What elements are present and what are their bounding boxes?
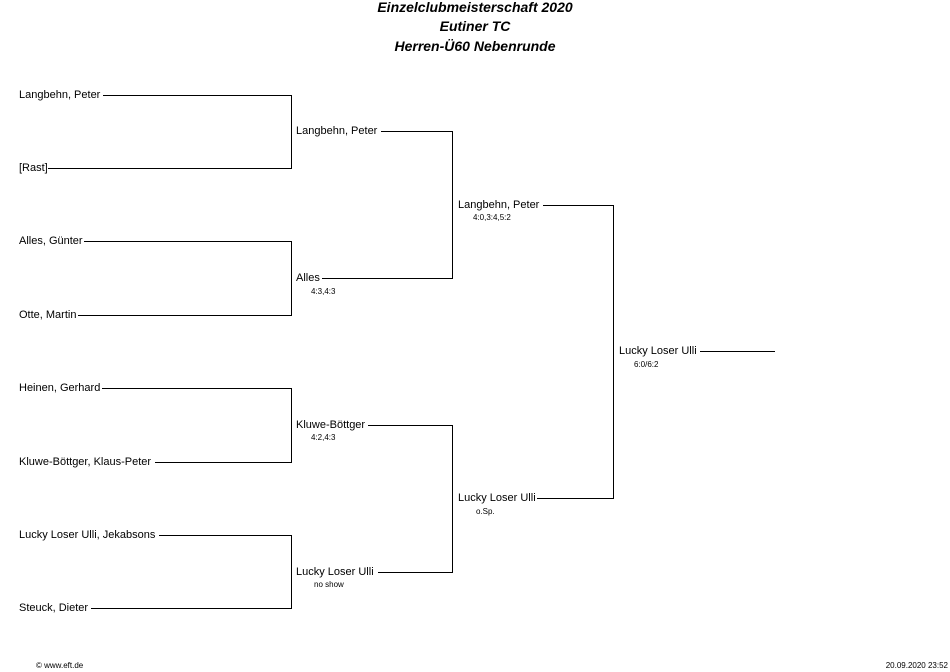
bracket-line [537, 498, 614, 499]
round2-score-4: no show [314, 580, 344, 589]
final-score: 6:0/6:2 [634, 360, 659, 369]
bracket-line [368, 425, 453, 426]
bracket-line [381, 131, 453, 132]
bracket-line [543, 205, 614, 206]
bracket-line [322, 278, 453, 279]
round3-score-2: o.Sp. [476, 507, 495, 516]
round2-winner-4: Lucky Loser Ulli [296, 566, 374, 578]
bracket-line [452, 425, 453, 573]
bracket-line [159, 535, 292, 536]
bracket-line [155, 462, 292, 463]
footer-copyright: © www.eft.de [36, 661, 84, 670]
bracket-line [91, 608, 292, 609]
round2-winner-2: Alles [296, 272, 320, 284]
bracket-line [84, 241, 292, 242]
final-winner: Lucky Loser Ulli [619, 345, 697, 357]
bracket-line [102, 388, 292, 389]
round3-winner-2: Lucky Loser Ulli [458, 492, 536, 504]
club-name: Eutiner TC [439, 18, 511, 34]
round1-player-7: Lucky Loser Ulli, Jekabsons [19, 529, 156, 541]
round1-player-6: Kluwe-Böttger, Klaus-Peter [19, 456, 152, 468]
round1-player-4: Otte, Martin [19, 309, 77, 321]
footer-timestamp: 20.09.2020 23:52 [885, 661, 948, 670]
round2-score-3: 4:2,4:3 [311, 433, 336, 442]
bracket-line [291, 535, 292, 609]
bracket-line [452, 131, 453, 279]
bracket-line [291, 95, 292, 169]
bracket-line [78, 315, 292, 316]
round1-player-3: Alles, Günter [19, 235, 83, 247]
round2-score-2: 4:3,4:3 [311, 287, 336, 296]
round3-winner-1: Langbehn, Peter [458, 199, 540, 211]
round2-winner-1: Langbehn, Peter [296, 125, 378, 137]
event-name: Herren-Ü60 Nebenrunde [394, 38, 556, 54]
bracket-line [378, 572, 453, 573]
bracket-line [291, 241, 292, 316]
round1-player-5: Heinen, Gerhard [19, 382, 101, 394]
bracket-line [103, 95, 292, 96]
round1-player-1: Langbehn, Peter [19, 89, 101, 101]
round1-player-8: Steuck, Dieter [19, 602, 89, 614]
bracket-line [48, 168, 292, 169]
page-title: Einzelclubmeisterschaft 2020 [377, 0, 573, 15]
round1-player-2: [Rast] [19, 162, 48, 174]
bracket-line [700, 351, 775, 352]
bracket-line [613, 205, 614, 499]
bracket-line [291, 388, 292, 463]
round2-winner-3: Kluwe-Böttger [296, 419, 366, 431]
round3-score-1: 4:0,3:4,5:2 [473, 213, 511, 222]
